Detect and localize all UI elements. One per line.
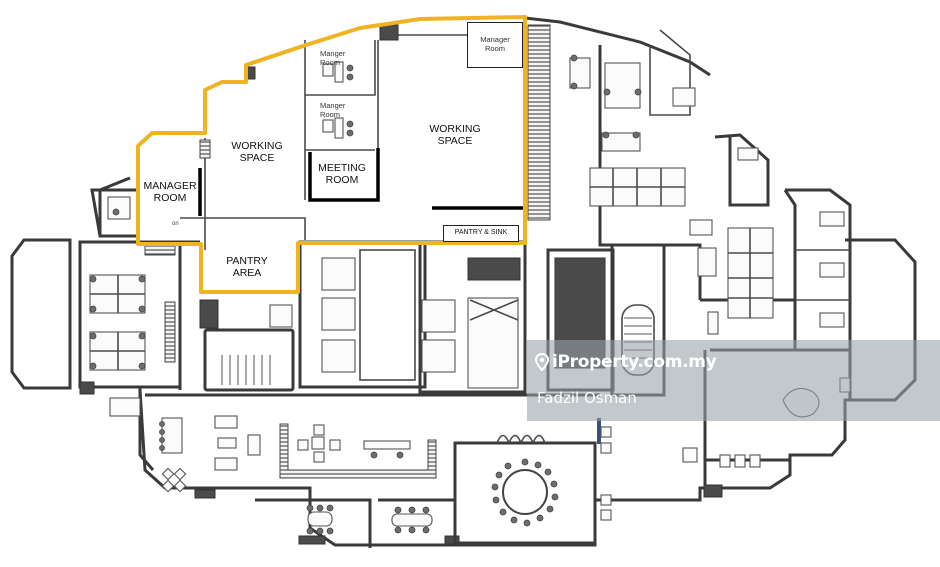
tenancy-boundary — [136, 15, 527, 294]
pantry-sink-label: PANTRY & SINK — [443, 225, 519, 242]
left-wing — [78, 196, 182, 417]
location-pin-icon — [535, 353, 549, 371]
watermark-band: iProperty.com.my Fadzil Osman — [527, 340, 940, 421]
watermark-agent-name: Fadzil Osman — [537, 389, 637, 407]
curtain-wall — [527, 24, 551, 221]
tenancy-interior — [144, 24, 525, 256]
bottom-wing — [145, 393, 761, 548]
pantry-area-label: PANTRY AREA — [226, 255, 268, 280]
right-office-furniture — [569, 54, 851, 418]
building-core — [199, 240, 666, 397]
partition-walls — [198, 148, 525, 216]
watermark-brand: iProperty.com.my — [535, 352, 717, 372]
working-space-left-label: WORKING SPACE — [231, 140, 283, 165]
working-space-main-label: WORKING SPACE — [429, 123, 481, 148]
manager-room-middle-label: Manger Room — [320, 101, 346, 119]
building-outline — [10, 16, 917, 547]
watermark-brand-text: iProperty.com.my — [552, 352, 717, 372]
manager-room-left-label: MANAGER ROOM — [143, 180, 197, 205]
manager-room-corner-label: Manager Room — [467, 22, 523, 68]
manager-room-upper-label: Manger Room — [320, 49, 346, 67]
door-mark-label: on — [172, 221, 179, 227]
meeting-room-label: MEETING ROOM — [318, 161, 366, 186]
